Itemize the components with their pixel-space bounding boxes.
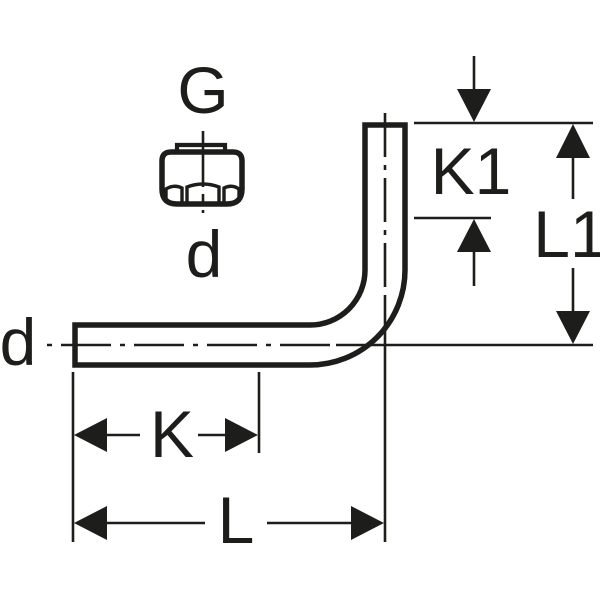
- nut-facet-center: [185, 182, 221, 202]
- nut-facet-right: [222, 184, 241, 202]
- nut-top-tab: [174, 142, 228, 152]
- nut-body: [159, 149, 245, 207]
- label-l1: L1: [533, 197, 600, 271]
- dimension-k: [74, 372, 261, 453]
- k1-arrow-up-icon: [457, 219, 491, 252]
- label-d-fitting: d: [186, 217, 223, 291]
- label-k: K: [150, 397, 194, 471]
- dimension-l: [71, 298, 387, 542]
- label-d-pipe: d: [0, 305, 36, 379]
- k1-arrow-down-icon: [457, 89, 491, 122]
- l-arrow-left-icon: [74, 506, 107, 540]
- pipe-outline: [72, 122, 408, 368]
- label-k1: K1: [431, 134, 512, 208]
- l-arrow-right-icon: [351, 506, 384, 540]
- dimension-l1: [336, 124, 593, 347]
- pipe: [72, 122, 408, 368]
- dimension-k1: [414, 56, 593, 286]
- nut-facet-left: [164, 184, 184, 202]
- label-thread-g: G: [177, 53, 228, 127]
- k-arrow-right-icon: [225, 418, 258, 452]
- labels: G d d K1 L1 K L: [0, 53, 600, 557]
- k-arrow-left-icon: [74, 418, 107, 452]
- label-l: L: [218, 483, 255, 557]
- l1-arrow-up-icon: [556, 124, 590, 158]
- l1-arrow-down-icon: [556, 311, 590, 344]
- union-nut-icon: [159, 142, 245, 207]
